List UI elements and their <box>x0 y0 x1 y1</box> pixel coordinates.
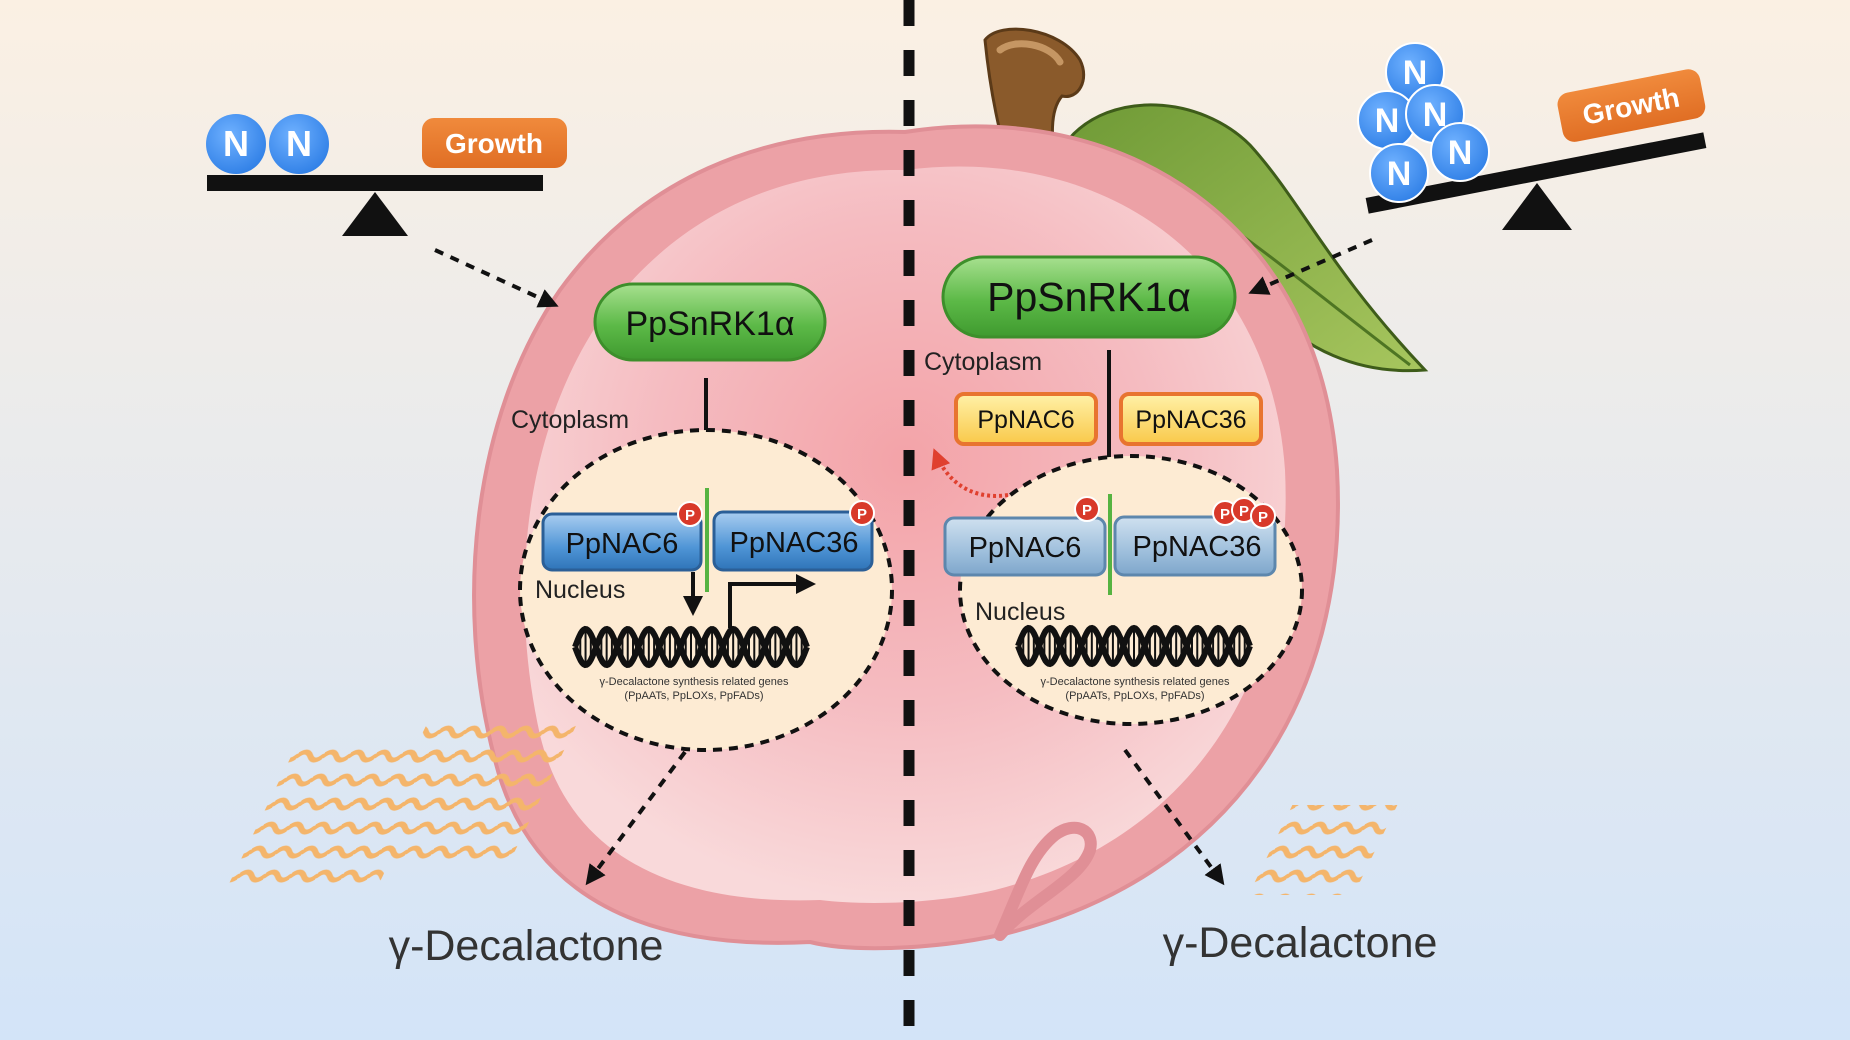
right-cyto-nac6-box <box>954 392 1098 446</box>
left-phospho-label: P <box>857 506 867 523</box>
right-phospho-label: P <box>1220 506 1230 523</box>
right-kinase-label: PpSnRK1α <box>987 274 1191 320</box>
left-balance-fulcrum <box>342 192 408 236</box>
left-kinase-pill <box>593 282 827 362</box>
left-genes-line1: γ-Decalactone synthesis related genes <box>600 676 789 688</box>
left-product-label: γ-Decalactone <box>389 922 664 970</box>
right-nac36-label: PpNAC36 <box>1133 531 1262 563</box>
left-balance-beam <box>207 175 543 191</box>
left-nitrogen-label: N <box>223 123 249 164</box>
left-growth-badge <box>422 118 567 168</box>
right-phospho-label: P <box>1239 503 1249 520</box>
right-product-label: γ-Decalactone <box>1163 919 1438 967</box>
left-nac6-phospho <box>677 501 703 527</box>
right-cyto-nac36-label: PpNAC36 <box>1135 406 1246 434</box>
right-cyto-nac36-box <box>1119 392 1263 446</box>
right-balance-beam <box>1365 132 1707 214</box>
right-output-arrow <box>1123 748 1225 886</box>
left-nitrogen-label: N <box>286 123 312 164</box>
right-lactone-cluster <box>1248 805 1398 895</box>
right-phospho-label: P <box>1082 502 1092 519</box>
left-transcription-arrow <box>728 574 816 628</box>
right-nac36-phospho-cluster: P P P <box>1212 497 1276 529</box>
right-dna-icon <box>1015 624 1253 668</box>
right-nucleus-label: Nucleus <box>975 598 1065 626</box>
right-kinase-pill <box>941 255 1237 339</box>
left-kinase-label: PpSnRK1α <box>626 305 795 343</box>
right-phospho-label: P <box>1258 509 1268 526</box>
right-nitrogen-label: N <box>1448 134 1473 172</box>
right-signal-arrow <box>1248 238 1373 295</box>
right-genes-line2: (PpAATs, PpLOXs, PpFADs) <box>1065 690 1204 702</box>
right-genes-line1: γ-Decalactone synthesis related genes <box>1041 676 1230 688</box>
left-nitrogen-atom <box>206 114 266 174</box>
right-nac6-label: PpNAC6 <box>969 532 1082 564</box>
left-nac6-box <box>541 512 703 572</box>
left-nac6-label: PpNAC6 <box>566 528 679 560</box>
left-genes-line2: (PpAATs, PpLOXs, PpFADs) <box>624 690 763 702</box>
left-nucleus-label: Nucleus <box>535 576 625 604</box>
right-nac6-box <box>943 516 1107 577</box>
right-cytoplasm-label: Cytoplasm <box>924 348 1042 376</box>
left-nac36-box <box>712 510 874 572</box>
right-balance-fulcrum <box>1502 183 1572 230</box>
right-nac36-box <box>1113 515 1277 577</box>
right-nitrogen-label: N <box>1375 102 1400 140</box>
left-signal-arrow <box>434 248 559 308</box>
left-phospho-label: P <box>685 507 695 524</box>
right-nitrogen-label: N <box>1387 155 1412 193</box>
left-panel: N N Growth PpSnRK1α Cytoplasm PpNAC6 P P… <box>206 114 894 970</box>
left-nac36-label: PpNAC36 <box>730 527 859 559</box>
left-lactone-cluster <box>228 725 577 885</box>
left-growth-label: Growth <box>445 128 543 159</box>
right-cyto-nac6-label: PpNAC6 <box>977 406 1074 434</box>
right-nitrogen-label: N <box>1403 54 1428 92</box>
right-panel: Growth N N N N N PpSnRK1α Cytoplasm PpNA… <box>924 42 1707 967</box>
left-cytoplasm-label: Cytoplasm <box>511 406 629 434</box>
right-nitrogen-cluster: N N N N N <box>1357 42 1490 203</box>
right-balance: Growth <box>1365 69 1707 214</box>
right-growth-badge <box>1557 69 1706 142</box>
left-nitrogen-atom <box>269 114 329 174</box>
right-nac6-phospho <box>1074 496 1100 522</box>
left-nac36-phospho <box>849 500 875 526</box>
left-dna-icon <box>572 625 810 669</box>
